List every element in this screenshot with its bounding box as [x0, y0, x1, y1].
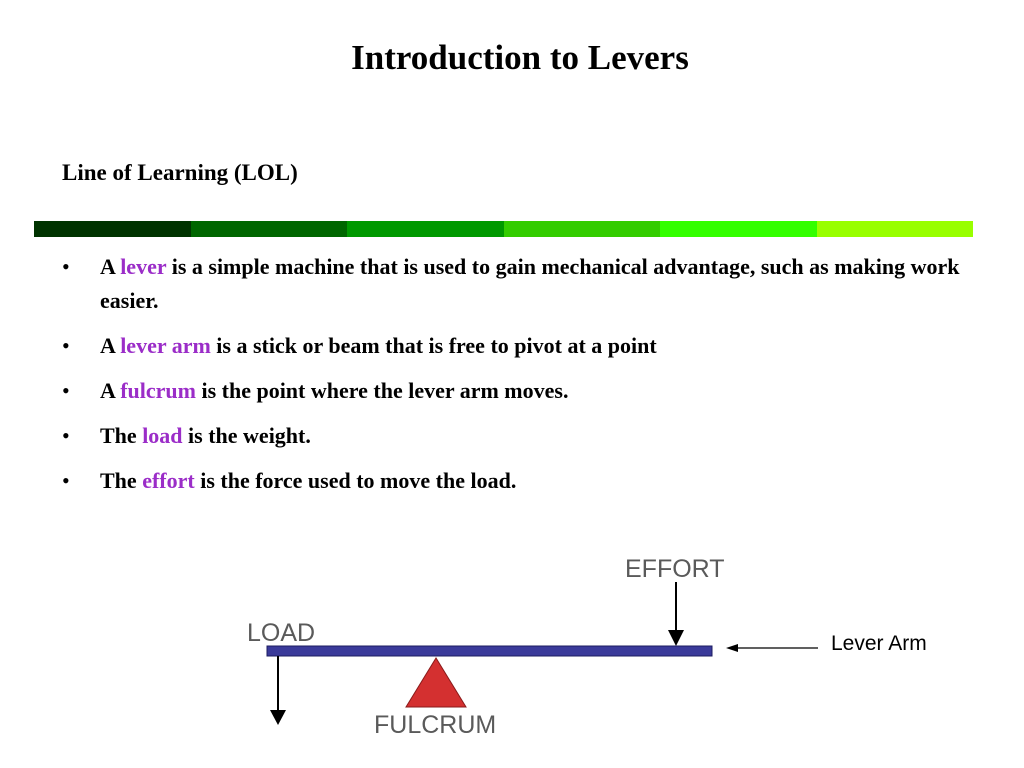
fulcrum-label: FULCRUM: [374, 711, 496, 739]
bullet-icon: •: [62, 333, 70, 358]
term-load: load: [142, 423, 183, 448]
list-item: •The load is the weight.: [62, 419, 962, 453]
definition-list: •A lever is a simple machine that is use…: [62, 250, 962, 509]
bullet-icon: •: [62, 254, 70, 279]
stripe-segment: [34, 221, 191, 237]
term-lever-arm: lever arm: [120, 333, 211, 358]
stripe-segment: [816, 221, 973, 237]
lever-arm-pointer-icon: [726, 644, 738, 652]
effort-label: EFFORT: [625, 555, 725, 583]
stripe-segment: [660, 221, 817, 237]
load-label: LOAD: [247, 619, 315, 647]
stripe-segment: [347, 221, 504, 237]
fulcrum-triangle: [405, 657, 467, 708]
page-title: Introduction to Levers: [351, 38, 689, 77]
list-item: •The effort is the force used to move th…: [62, 464, 962, 498]
term-lever: lever: [120, 254, 167, 279]
stripe-segment: [190, 221, 347, 237]
list-item: •A lever arm is a stick or beam that is …: [62, 329, 962, 363]
lever-beam: [266, 645, 713, 657]
lever-diagram: EFFORT LOAD FULCRUM: [247, 555, 818, 739]
list-item: •A lever is a simple machine that is use…: [62, 250, 962, 318]
bullet-icon: •: [62, 468, 70, 493]
color-stripe-divider: [34, 221, 973, 237]
load-arrow-icon: [270, 710, 286, 725]
section-subtitle: Line of Learning (LOL): [62, 160, 298, 185]
list-item: •A fulcrum is the point where the lever …: [62, 374, 962, 408]
stripe-segment: [503, 221, 660, 237]
term-fulcrum: fulcrum: [120, 378, 196, 403]
term-effort: effort: [142, 468, 195, 493]
effort-arrow-icon: [668, 630, 684, 646]
bullet-icon: •: [62, 423, 70, 448]
lever-arm-label: Lever Arm: [831, 632, 927, 655]
bullet-icon: •: [62, 378, 70, 403]
